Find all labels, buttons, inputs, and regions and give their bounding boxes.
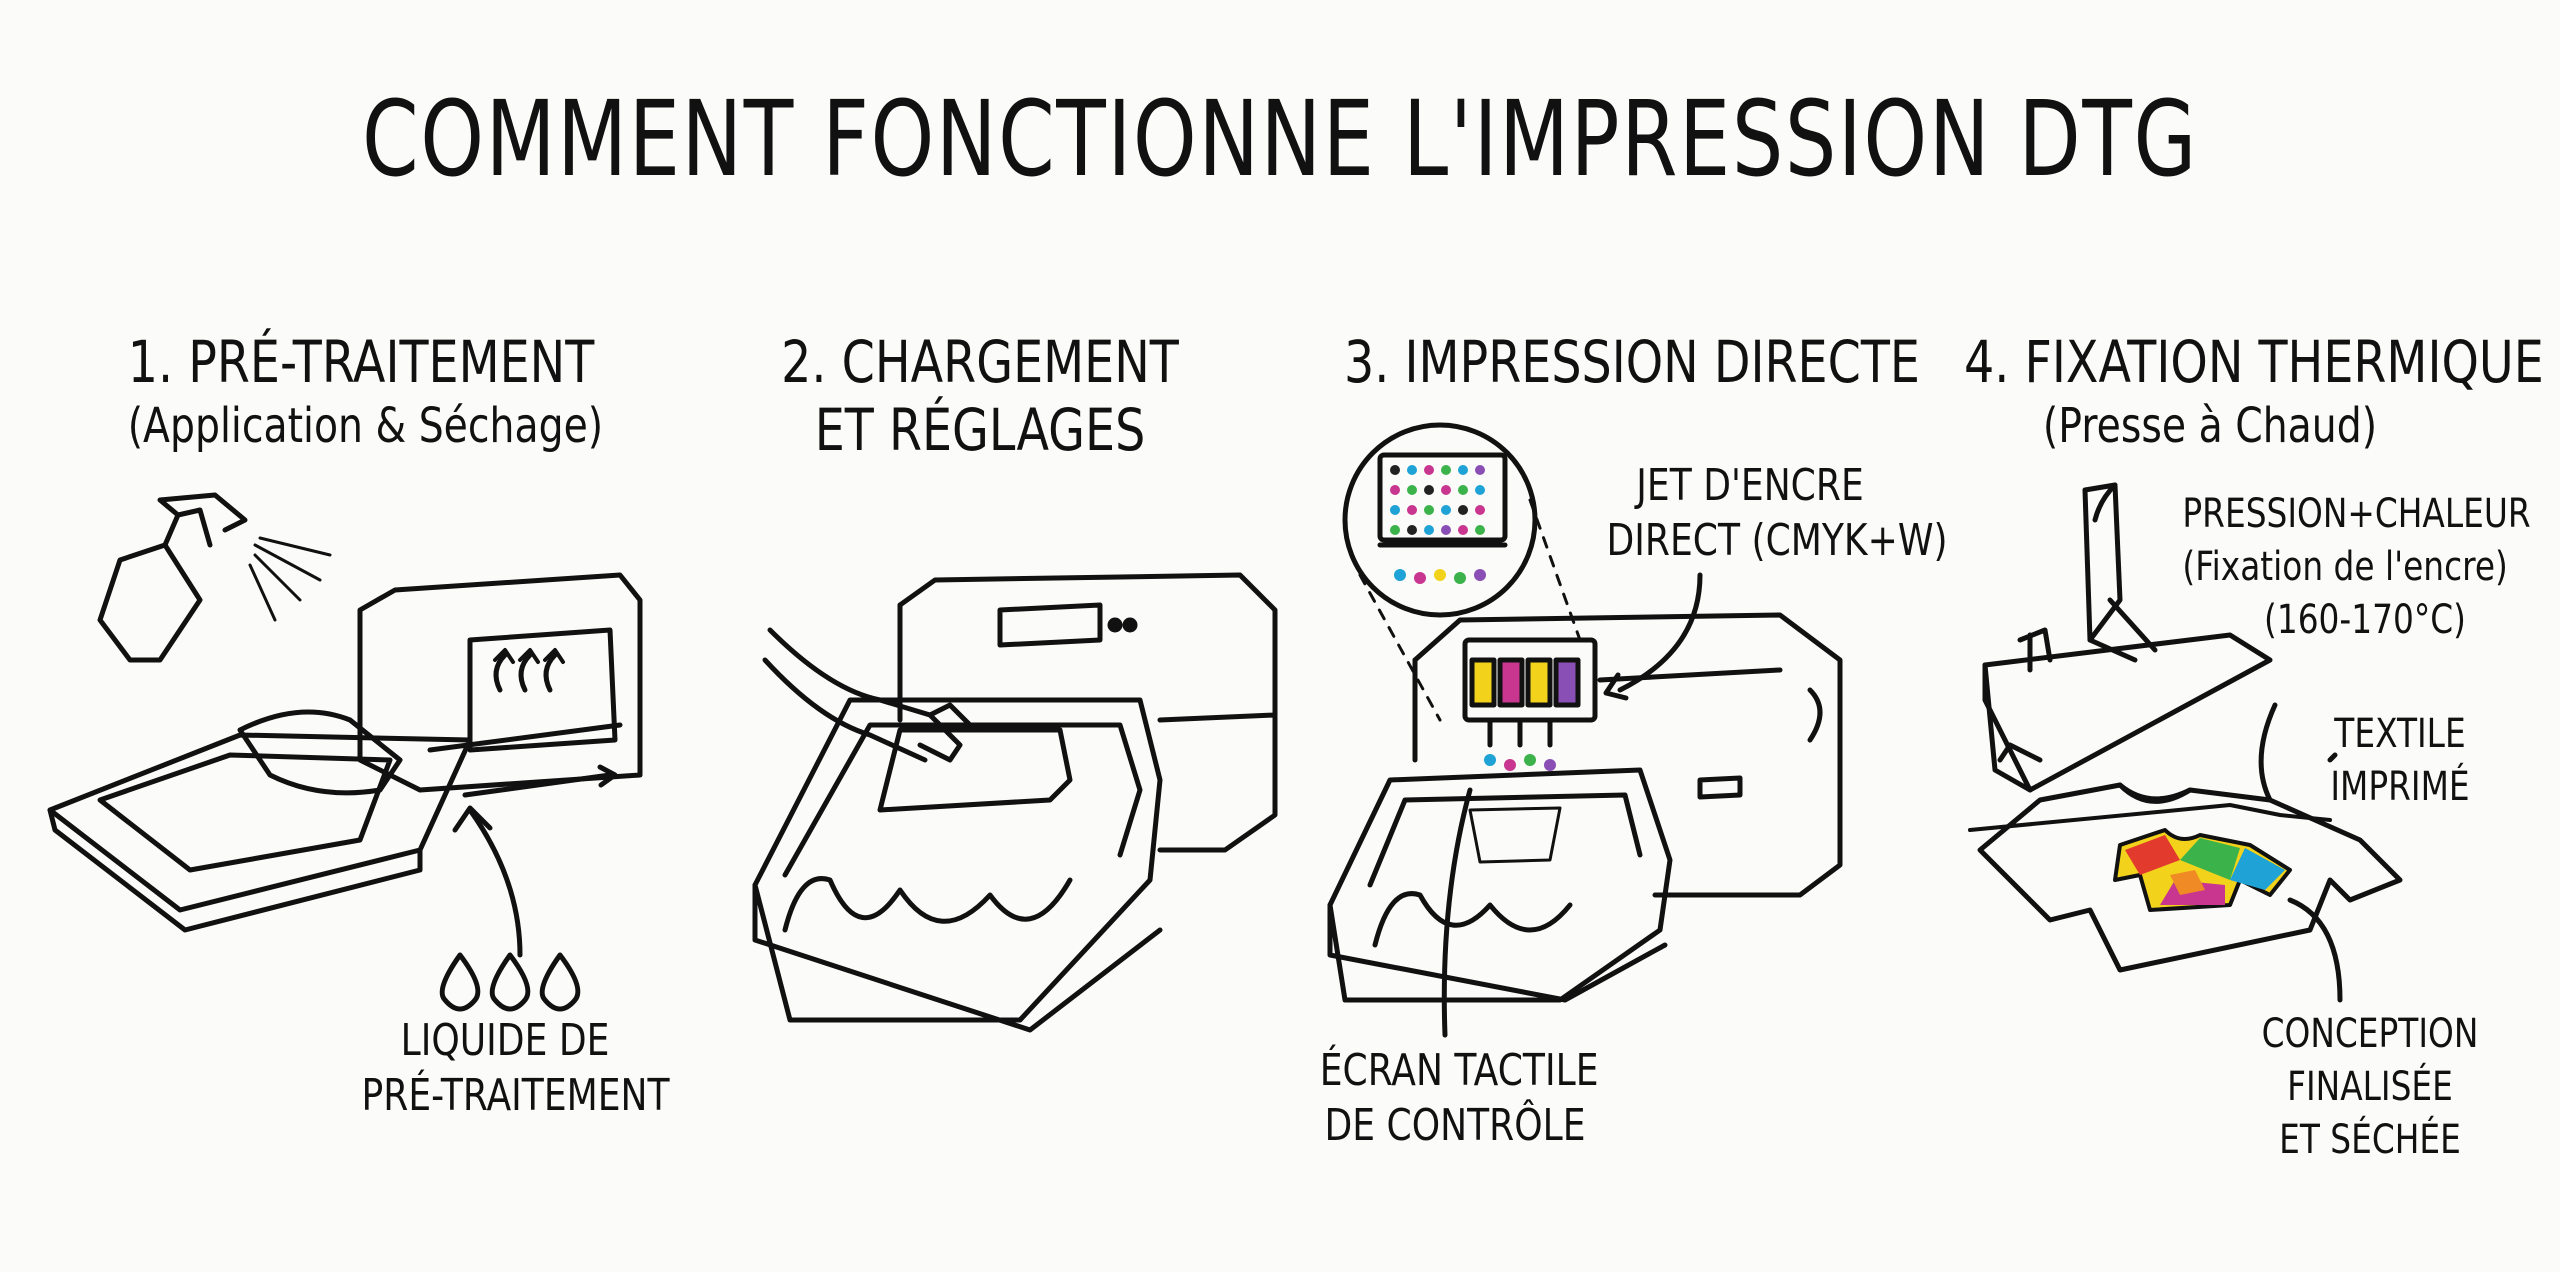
final-design-label-line1: CONCEPTION — [2261, 1011, 2479, 1057]
step-4-subtitle: (Presse à Chaud) — [2042, 398, 2378, 454]
dtg-printer-step2 — [900, 575, 1275, 850]
printed-textile-label-line1: TEXTILE — [2334, 711, 2466, 757]
pressure-heat-label-line2: (Fixation de l'encre) — [2182, 544, 2508, 590]
pressure-heat-label-line1: PRESSION+CHALEUR — [2182, 491, 2531, 537]
step-4-title: 4. FIXATION THERMIQUE — [1964, 328, 2544, 396]
rainbow-tshirt-print — [2115, 830, 2290, 910]
dtg-printer-step3 — [1415, 615, 1840, 895]
printed-textile-label-line2: IMPRIMÉ — [2330, 764, 2470, 810]
step-3-illustration — [1330, 425, 1840, 1035]
pretreatment-platen — [50, 712, 470, 930]
step-1-title: 1. PRÉ-TRAITEMENT — [127, 328, 595, 396]
final-design-label-line3: ET SÉCHÉE — [2279, 1117, 2461, 1163]
loading-platen — [755, 700, 1160, 1030]
liquid-pointer-arrow — [470, 810, 520, 955]
design-pointer-line — [2290, 900, 2340, 1000]
hand-icon — [765, 630, 975, 760]
pressure-heat-label-line3: (160-170°C) — [2264, 597, 2466, 643]
droplet-icons — [442, 955, 578, 1009]
touchscreen-label-line1: ÉCRAN TACTILE — [1319, 1045, 1599, 1096]
printhead-magnifier — [1345, 425, 1580, 720]
ink-nozzle-dots — [1390, 465, 1486, 584]
page-title: COMMENT FONCTIONNE L'IMPRESSION DTG — [362, 78, 2198, 200]
printed-tshirt — [1970, 785, 2400, 970]
pretreatment-machine — [360, 575, 640, 795]
pressure-pointer-line — [2150, 560, 2170, 640]
step-2-title-line1: 2. CHARGEMENT — [781, 328, 1179, 396]
touchscreen-pointer-line — [1444, 790, 1470, 1035]
pretreatment-liquid-label-line2: PRÉ-TRAITEMENT — [361, 1070, 670, 1121]
step-1-subtitle: (Application & Séchage) — [127, 398, 604, 454]
heat-press — [1985, 485, 2270, 790]
ink-jet-label-line2: DIRECT (CMYK+W) — [1606, 515, 1948, 566]
textile-pointer-line — [2261, 705, 2275, 800]
tshirt-on-platen — [880, 730, 1070, 810]
step-2-illustration — [755, 575, 1275, 1030]
spray-bottle-icon — [100, 495, 330, 660]
printing-ink-dots — [1484, 754, 1556, 771]
pretreatment-liquid-label-line1: LIQUIDE DE — [400, 1015, 610, 1066]
step-1-illustration — [50, 495, 640, 1009]
ink-jet-pointer-arrow — [1620, 575, 1700, 690]
step-2-title-line2: ET RÉGLAGES — [814, 396, 1146, 464]
control-panel-icon — [1000, 605, 1100, 645]
touchscreen-label-line2: DE CONTRÔLE — [1324, 1100, 1586, 1151]
ink-cartridges — [1465, 640, 1595, 745]
step-3-title: 3. IMPRESSION DIRECTE — [1344, 328, 1920, 396]
step-4-illustration — [1970, 485, 2400, 1000]
printing-platen — [1330, 754, 1670, 1000]
ink-jet-label-line1: JET D'ENCRE — [1636, 460, 1864, 511]
final-design-label-line2: FINALISÉE — [2287, 1064, 2453, 1110]
